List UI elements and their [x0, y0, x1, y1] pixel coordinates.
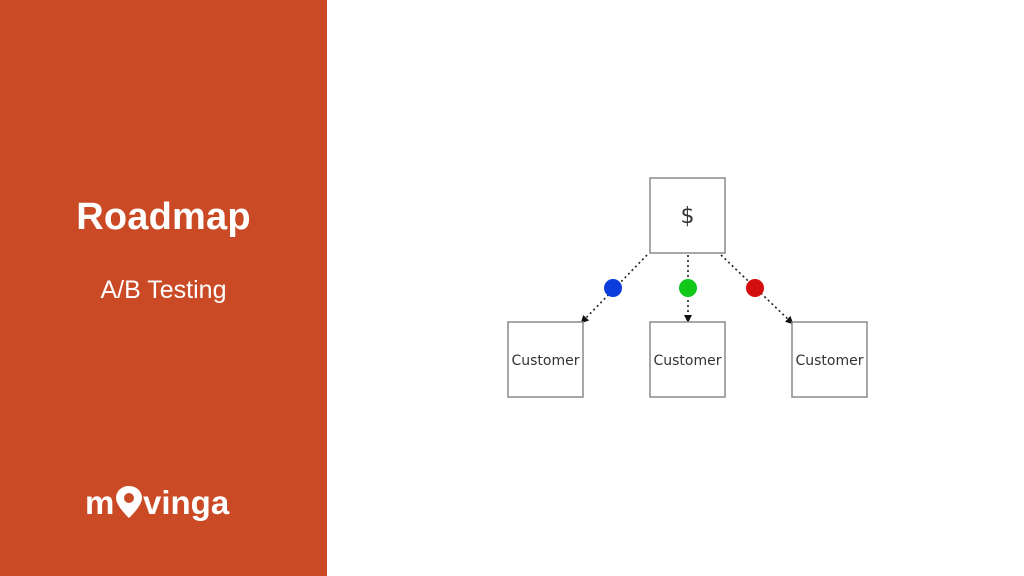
source-label: $	[681, 204, 695, 229]
svg-text:vinga: vinga	[143, 484, 230, 521]
variant-c-dot	[746, 279, 764, 297]
customer-label: Customer	[795, 353, 863, 369]
customer-label: Customer	[653, 353, 721, 369]
customer-node: Customer	[791, 321, 868, 398]
connector-right	[720, 254, 794, 325]
movinga-logo: m vinga	[85, 484, 230, 521]
customer-node: Customer	[507, 321, 584, 398]
slide-subtitle: A/B Testing	[100, 276, 227, 304]
slide-title: Roadmap	[76, 196, 251, 238]
customer-node: Customer	[649, 321, 726, 398]
svg-text:m: m	[85, 484, 114, 521]
variant-a-dot	[604, 279, 622, 297]
customer-label: Customer	[511, 353, 579, 369]
sidebar-panel: Roadmap A/B Testing m vinga	[0, 0, 327, 576]
source-node: $	[649, 177, 726, 254]
location-pin-icon	[116, 486, 142, 518]
variant-b-dot	[679, 279, 697, 297]
